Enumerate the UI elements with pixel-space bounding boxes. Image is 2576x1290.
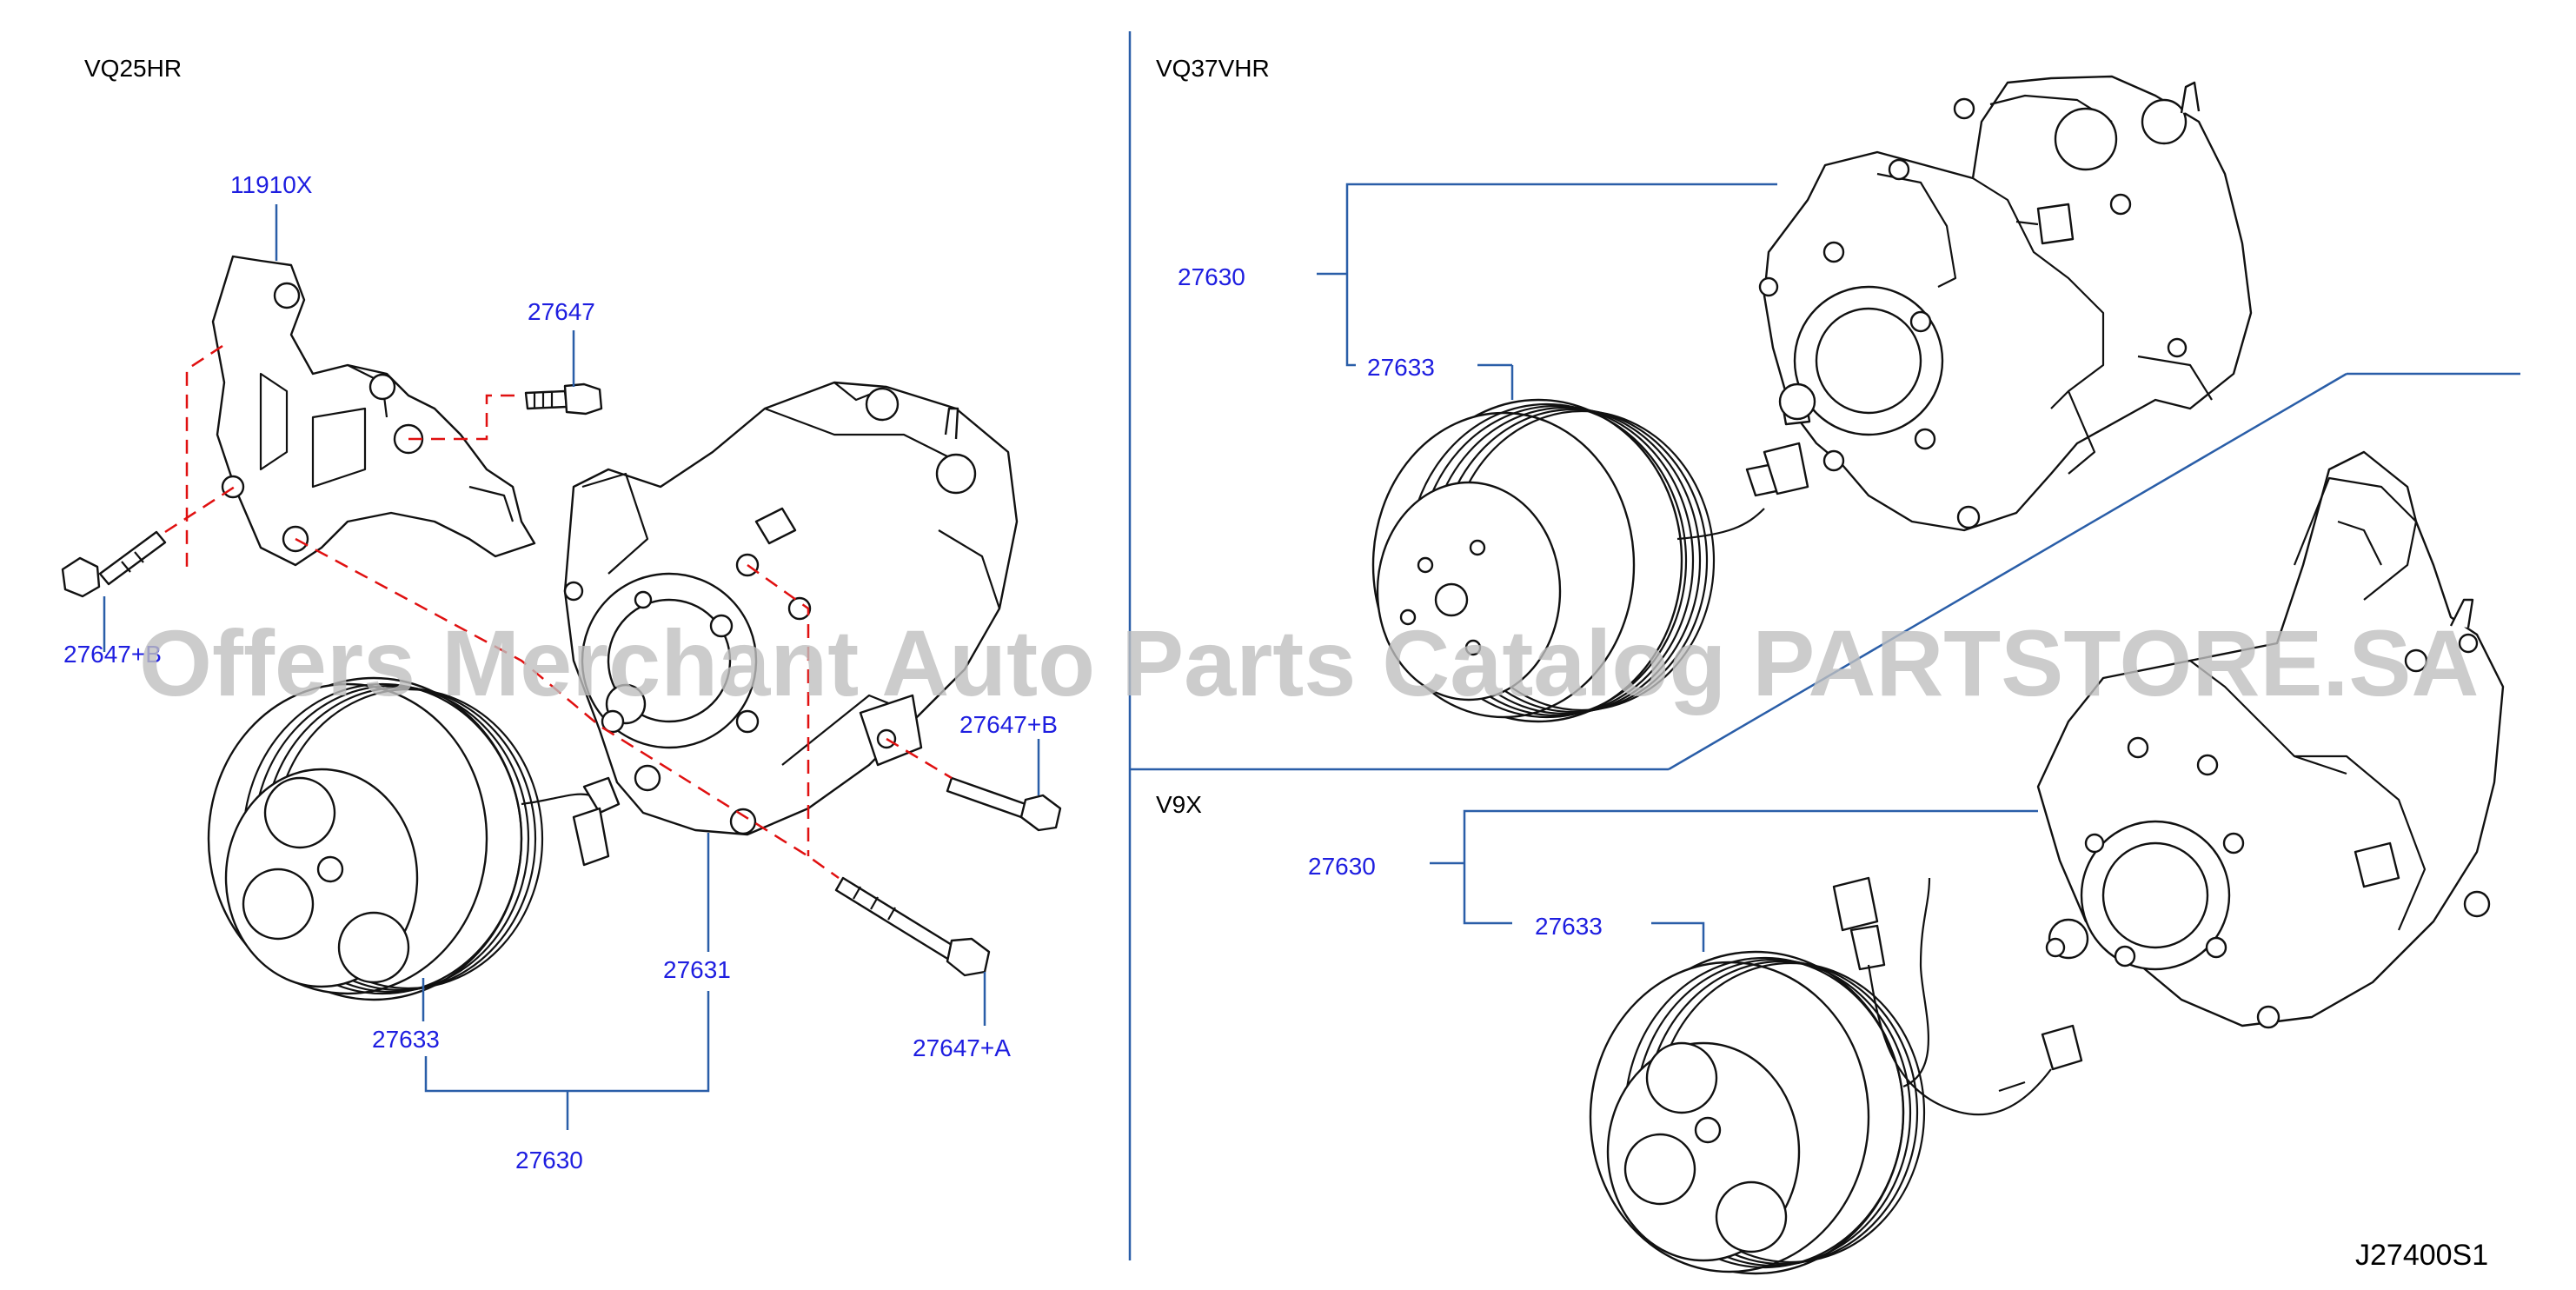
part-label-27647-c[interactable]: 27647+B bbox=[63, 641, 162, 668]
part-label-27633[interactable]: 27633 bbox=[372, 1026, 440, 1053]
v9x-clutch-drawing bbox=[1589, 876, 2083, 1275]
leader-lines-v9x bbox=[1430, 809, 2038, 952]
part-label-27647-b[interactable]: 27647+B bbox=[959, 711, 1058, 738]
part-label-27647[interactable]: 27647 bbox=[528, 298, 595, 325]
section-label-v9x: V9X bbox=[1156, 791, 1202, 818]
bolt-27647-c-drawing bbox=[61, 530, 167, 598]
vq37-clutch-drawing bbox=[1371, 398, 1809, 723]
bolt-27647-drawing bbox=[524, 382, 603, 416]
part-label-vq37-27633[interactable]: 27633 bbox=[1367, 354, 1435, 381]
vq37-compressor-drawing bbox=[1758, 75, 2253, 532]
part-label-v9x-27633[interactable]: 27633 bbox=[1535, 913, 1603, 940]
section-dividers bbox=[1128, 31, 2520, 1260]
clutch-27633-drawing bbox=[207, 676, 621, 1001]
part-label-vq37-27630[interactable]: 27630 bbox=[1178, 263, 1245, 290]
part-label-27631[interactable]: 27631 bbox=[663, 956, 731, 983]
section-label-vq25hr: VQ25HR bbox=[84, 55, 182, 82]
part-label-27647-a[interactable]: 27647+A bbox=[913, 1034, 1011, 1061]
v9x-compressor-drawing bbox=[2036, 450, 2505, 1029]
bolt-27647-b-drawing bbox=[946, 776, 1062, 832]
bracket-11910x-drawing bbox=[211, 255, 536, 567]
diagram-code: J27400S1 bbox=[2355, 1239, 2488, 1272]
part-label-v9x-27630[interactable]: 27630 bbox=[1308, 853, 1376, 880]
compressor-27631-drawing bbox=[563, 381, 1019, 836]
leader-lines-vq37 bbox=[1317, 183, 1777, 400]
leader-lines-left bbox=[103, 204, 1040, 1130]
part-label-27630[interactable]: 27630 bbox=[515, 1147, 583, 1174]
bolt-27647-a-drawing bbox=[834, 876, 991, 977]
watermark: Offers Merchant Auto Parts Catalog PARTS… bbox=[139, 610, 2479, 715]
section-label-vq37vhr: VQ37VHR bbox=[1156, 55, 1270, 82]
part-label-11910x[interactable]: 11910X bbox=[230, 171, 313, 198]
mounting-dashed-lines bbox=[164, 344, 953, 880]
